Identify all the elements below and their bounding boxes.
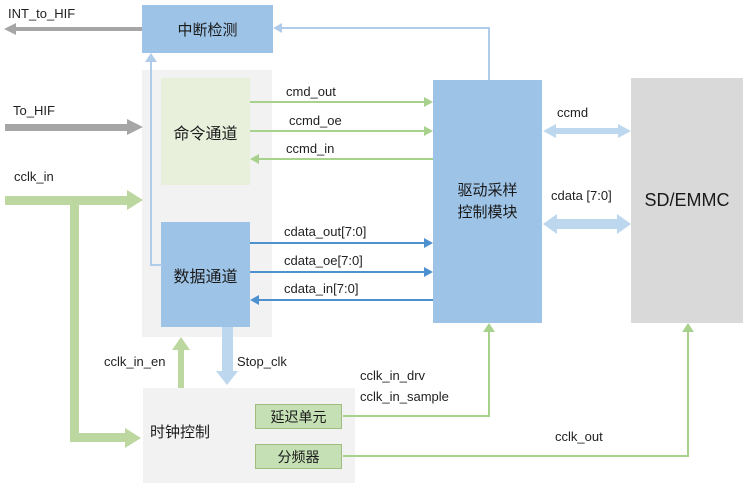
cclk-in-branch-vertical [70,200,79,433]
int-to-hif-arrowhead [4,23,16,35]
cmd-out-label: cmd_out [286,84,336,99]
cdata-bus-arrowhead-right [617,214,631,234]
cdata-in-line [259,299,433,301]
delay-to-drive-line-horizontal [343,415,490,417]
interrupt-detect-label: 中断检测 [177,21,238,39]
data-channel-block: 数据通道 [161,222,250,327]
cclk-in-label: cclk_in [14,169,54,184]
cclk-out-line-horizontal [343,455,689,457]
ccmd-label: ccmd [557,105,589,120]
stop-clk-label: Stop_clk [237,354,287,369]
drive-sample-label-line1: 驱动采样 [457,181,518,199]
ccmd-in-label: ccmd_in [286,141,335,156]
drive-to-interrupt-line-horizontal [281,27,490,29]
cclk-in-drv-label: cclk_in_drv [360,368,426,383]
data-to-interrupt-line-vertical [150,61,152,266]
ccmd-bus-body [556,128,618,134]
cdata-out-label: cdata_out[7:0] [284,224,367,239]
stop-clk-arrowhead [216,371,238,385]
cclk-in-branch-arrowhead [125,428,141,448]
cmd-out-line [250,101,426,103]
data-to-interrupt-arrowhead [145,53,157,62]
stop-clk-line [222,327,233,372]
int-to-hif-line [16,27,142,31]
data-channel-label: 数据通道 [173,268,238,286]
to-hif-line [5,124,127,131]
cclk-in-en-line [178,349,184,388]
ccmd-oe-line [250,130,426,132]
cdata-out-line [250,242,426,244]
drive-sample-label-line2: 控制模块 [457,203,518,221]
cdata-in-arrowhead [250,295,259,305]
cdata-bus-arrowhead-left [543,214,557,234]
divider-block: 分频器 [255,444,342,469]
cclk-out-label: cclk_out [555,429,603,444]
delay-to-drive-arrowhead [483,323,495,332]
cclk-in-sample-label: cclk_in_sample [360,389,449,404]
ccmd-in-line [259,158,433,160]
cclk-in-en-label: cclk_in_en [104,354,166,369]
delay-to-drive-line-vertical [488,331,490,417]
clock-control-label: 时钟控制 [150,424,211,441]
cclk-in-arrowhead [127,190,143,210]
cdata-bus-label: cdata [7:0] [551,188,612,203]
cclk-in-branch-horizontal [70,433,125,442]
cclk-out-line-vertical [687,331,689,457]
cmd-out-arrowhead [424,97,433,107]
drive-to-interrupt-line-vertical [488,28,490,80]
cdata-oe-line [250,271,426,273]
data-to-interrupt-line-horizontal [150,264,162,266]
drive-sample-control-block: 驱动采样 控制模块 [433,80,542,323]
cclk-out-arrowhead [682,323,694,332]
ccmd-bus-arrowhead-left [543,124,556,138]
sd-emmc-label: SD/EMMC [644,190,730,210]
cclk-in-line [5,196,127,205]
interrupt-detect-block: 中断检测 [142,5,273,53]
command-channel-block: 命令通道 [161,78,250,185]
cdata-in-label: cdata_in[7:0] [284,281,359,296]
delay-unit-block: 延迟单元 [255,404,342,429]
int-to-hif-label: INT_to_HIF [8,6,76,21]
drive-to-interrupt-arrowhead [273,23,282,33]
ccmd-oe-arrowhead [424,126,433,136]
cdata-bus-body [557,219,617,229]
to-hif-label: To_HIF [13,103,55,118]
cdata-out-arrowhead [424,238,433,248]
to-hif-arrowhead [127,119,143,135]
cdata-oe-arrowhead [424,267,433,277]
cclk-in-en-arrowhead [172,337,190,350]
ccmd-in-arrowhead [250,154,259,164]
delay-unit-label: 延迟单元 [270,408,327,425]
cdata-oe-label: cdata_oe[7:0] [284,253,363,268]
divider-label: 分频器 [277,448,320,465]
ccmd-oe-label: ccmd_oe [289,113,342,128]
command-channel-label: 命令通道 [173,125,238,143]
sd-emmc-block: SD/EMMC [631,78,743,323]
ccmd-bus-arrowhead-right [618,124,631,138]
